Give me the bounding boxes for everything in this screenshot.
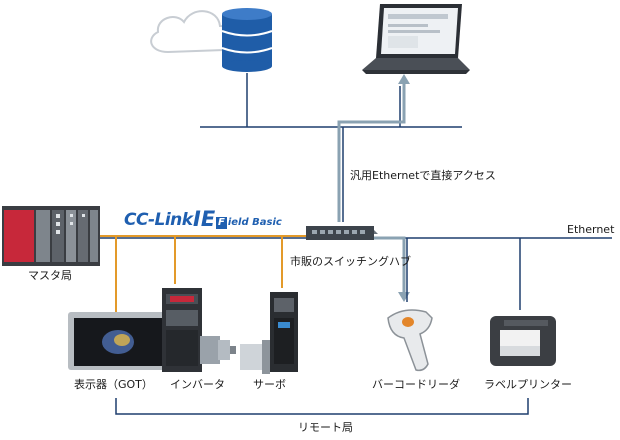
master-station-label: マスタ局 — [28, 269, 72, 282]
inverter-icon — [162, 288, 202, 372]
field-f-letter: F — [216, 217, 227, 229]
remote-station-label: リモート局 — [298, 421, 353, 434]
laptop-icon — [362, 4, 470, 74]
barcode-reader-icon — [387, 309, 433, 372]
field-basic-text: ield Basic — [227, 217, 282, 228]
inverter-label: インバータ — [170, 378, 225, 391]
servo-amp-icon — [270, 292, 298, 372]
direct-access-label: 汎用Ethernetで直接アクセス — [350, 169, 496, 182]
servo-motor-icon — [200, 336, 270, 374]
hmi-icon — [68, 312, 168, 370]
cloud-icon — [150, 10, 235, 54]
servo-label: サーボ — [253, 378, 286, 391]
label-printer-label: ラベルプリンター — [484, 378, 572, 391]
label-printer-icon — [490, 316, 556, 366]
display-got-label: 表示器（GOT） — [74, 378, 153, 391]
barcode-reader-label: バーコードリーダ — [372, 378, 460, 391]
switching-hub-label: 市販のスイッチングハブ — [290, 255, 411, 268]
switching-hub-icon — [306, 226, 378, 240]
cc-link-logo: CC-Link — [124, 210, 193, 230]
plc-icon — [2, 206, 100, 266]
database-icon — [221, 8, 273, 72]
ethernet-label: Ethernet — [567, 223, 615, 236]
ie-logo: IE — [193, 207, 216, 231]
